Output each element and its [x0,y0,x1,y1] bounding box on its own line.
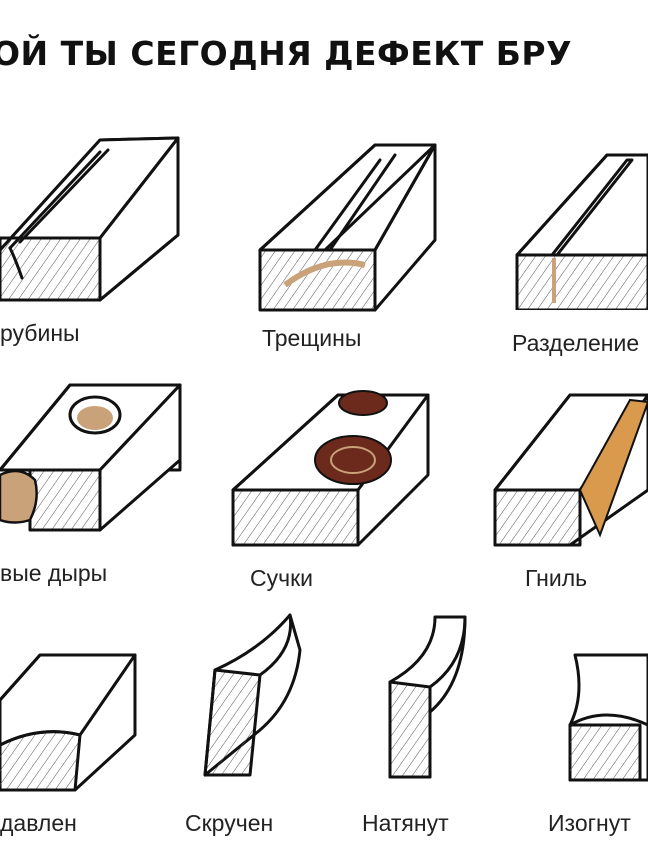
board-illustration-cracks [258,143,437,312]
caption-twisted: Скручен [185,810,274,836]
caption-split: Разделение [512,330,640,356]
board-illustration-knots [231,390,430,547]
board-illustration-crushed [0,653,137,792]
board-illustration-twisted [203,613,302,777]
board-illustration-gouges [0,136,180,302]
caption-crushed: давлен [0,810,77,836]
caption-gouges: рубины [0,320,80,346]
caption-holes: вые дыры [0,560,108,586]
board-illustration-stretched [388,615,467,779]
caption-bent: Изогнут [548,810,631,836]
page-title: ОЙ ТЫ СЕГОДНЯ ДЕФЕКТ БРУ [0,34,573,73]
board-illustration-split [515,153,648,310]
board-illustration-holes [0,383,182,532]
caption-knots: Сучки [250,565,314,591]
caption-rot: Гниль [525,565,588,591]
board-illustration-rot [493,393,648,547]
caption-stretched: Натянут [362,810,449,836]
caption-cracks: Трещины [262,325,362,351]
board-illustration-bent [568,653,648,782]
